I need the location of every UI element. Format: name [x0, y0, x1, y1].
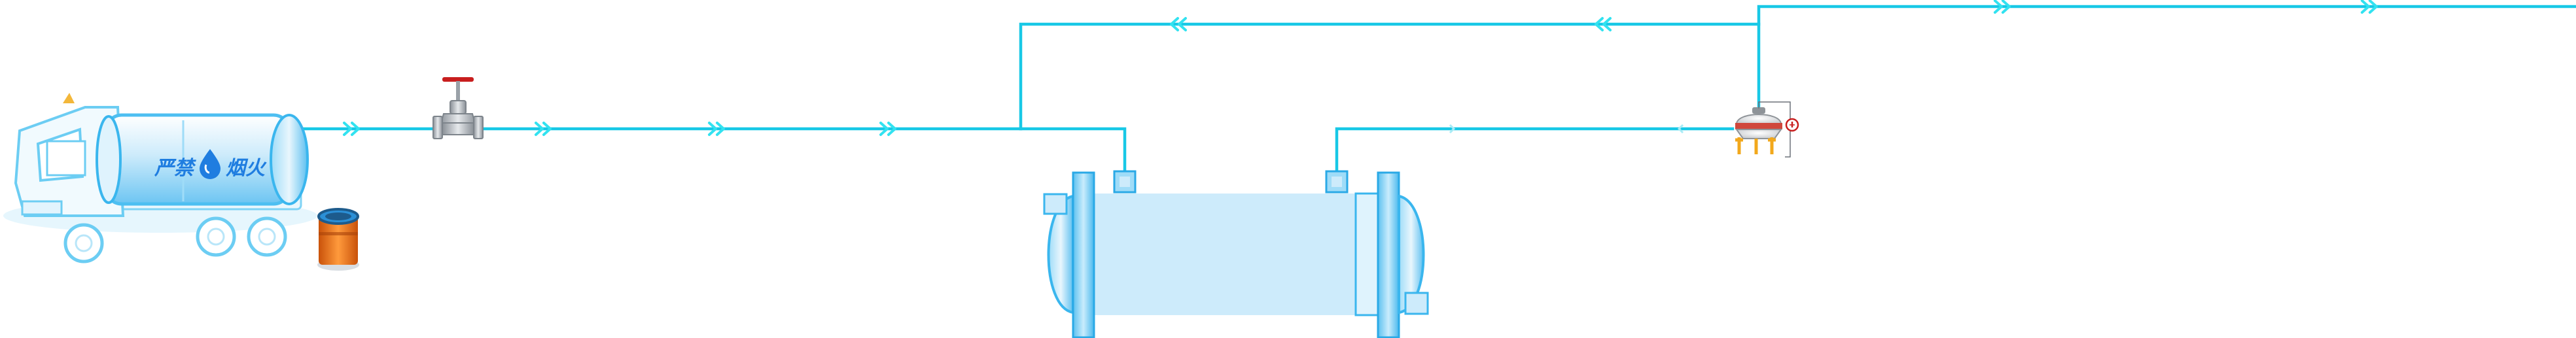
- truck-wheel: [196, 216, 236, 257]
- valve-flange-right: [473, 116, 484, 139]
- truck-wheel: [247, 216, 287, 257]
- pipe-overhead: [1757, 5, 2576, 110]
- flow-arrow-right-icon: [1994, 0, 2011, 14]
- pipe-inlet: [299, 127, 1127, 177]
- truck-bumper: [21, 200, 63, 216]
- left-side-nozzle: [1043, 193, 1068, 215]
- flow-arrow-right-icon: [343, 122, 360, 136]
- tanker-truck: 严禁 烟火: [3, 93, 317, 263]
- flow-arrow-left-icon: [1595, 17, 1612, 31]
- gauge-impulse-line: [1758, 101, 1791, 158]
- flow-arrow-right-icon: [708, 122, 725, 136]
- warning-lamp-icon: [63, 93, 75, 103]
- truck-tank-rear-cap: [270, 114, 309, 205]
- pipe-bypass-return: [1019, 22, 1761, 131]
- pipe-network: [299, 5, 2576, 177]
- truck-wheel: [63, 223, 104, 263]
- flow-marker-icon: [1449, 124, 1456, 134]
- separator-dome: [1735, 114, 1782, 125]
- flow-marker-icon: [1677, 124, 1684, 134]
- tank-label-left: 严禁: [154, 157, 196, 180]
- tank-label-right: 烟火: [226, 157, 267, 180]
- flow-arrow-left-icon: [1170, 17, 1187, 31]
- exchanger-shell: [1094, 194, 1361, 315]
- right-tube-sheet-flange: [1377, 171, 1400, 338]
- separator-bottom: [1735, 129, 1782, 139]
- separator-vessel[interactable]: [1735, 101, 1799, 158]
- left-tube-sheet-flange: [1072, 171, 1095, 338]
- pipe-outlet: [1335, 127, 1735, 177]
- valve-stem: [456, 81, 460, 107]
- right-side-nozzle: [1404, 292, 1429, 315]
- valve-flange-left: [432, 116, 443, 139]
- water-drop-highlight: [204, 164, 210, 174]
- flow-arrows: [343, 0, 2378, 136]
- shell-and-tube-heat-exchanger: [1043, 170, 1429, 338]
- gate-valve[interactable]: [432, 77, 484, 139]
- flow-arrow-right-icon: [535, 122, 552, 136]
- water-drop-icon: [200, 149, 221, 179]
- inlet-nozzle[interactable]: [1113, 170, 1137, 194]
- collection-bucket: [317, 208, 359, 271]
- separator-band: [1735, 123, 1782, 129]
- separator-legs: [1735, 137, 1776, 154]
- truck-tank-front-cap: [96, 115, 122, 204]
- truck-door-window: [46, 140, 86, 177]
- valve-handwheel[interactable]: [442, 77, 474, 82]
- valve-bonnet: [450, 100, 467, 114]
- separator-top-cap: [1752, 107, 1765, 114]
- flow-arrow-right-icon: [2361, 0, 2378, 14]
- bucket-body: [319, 216, 358, 265]
- flow-markers: [1449, 124, 1684, 134]
- flow-arrow-right-icon: [879, 122, 896, 136]
- truck-wheels: [63, 216, 287, 263]
